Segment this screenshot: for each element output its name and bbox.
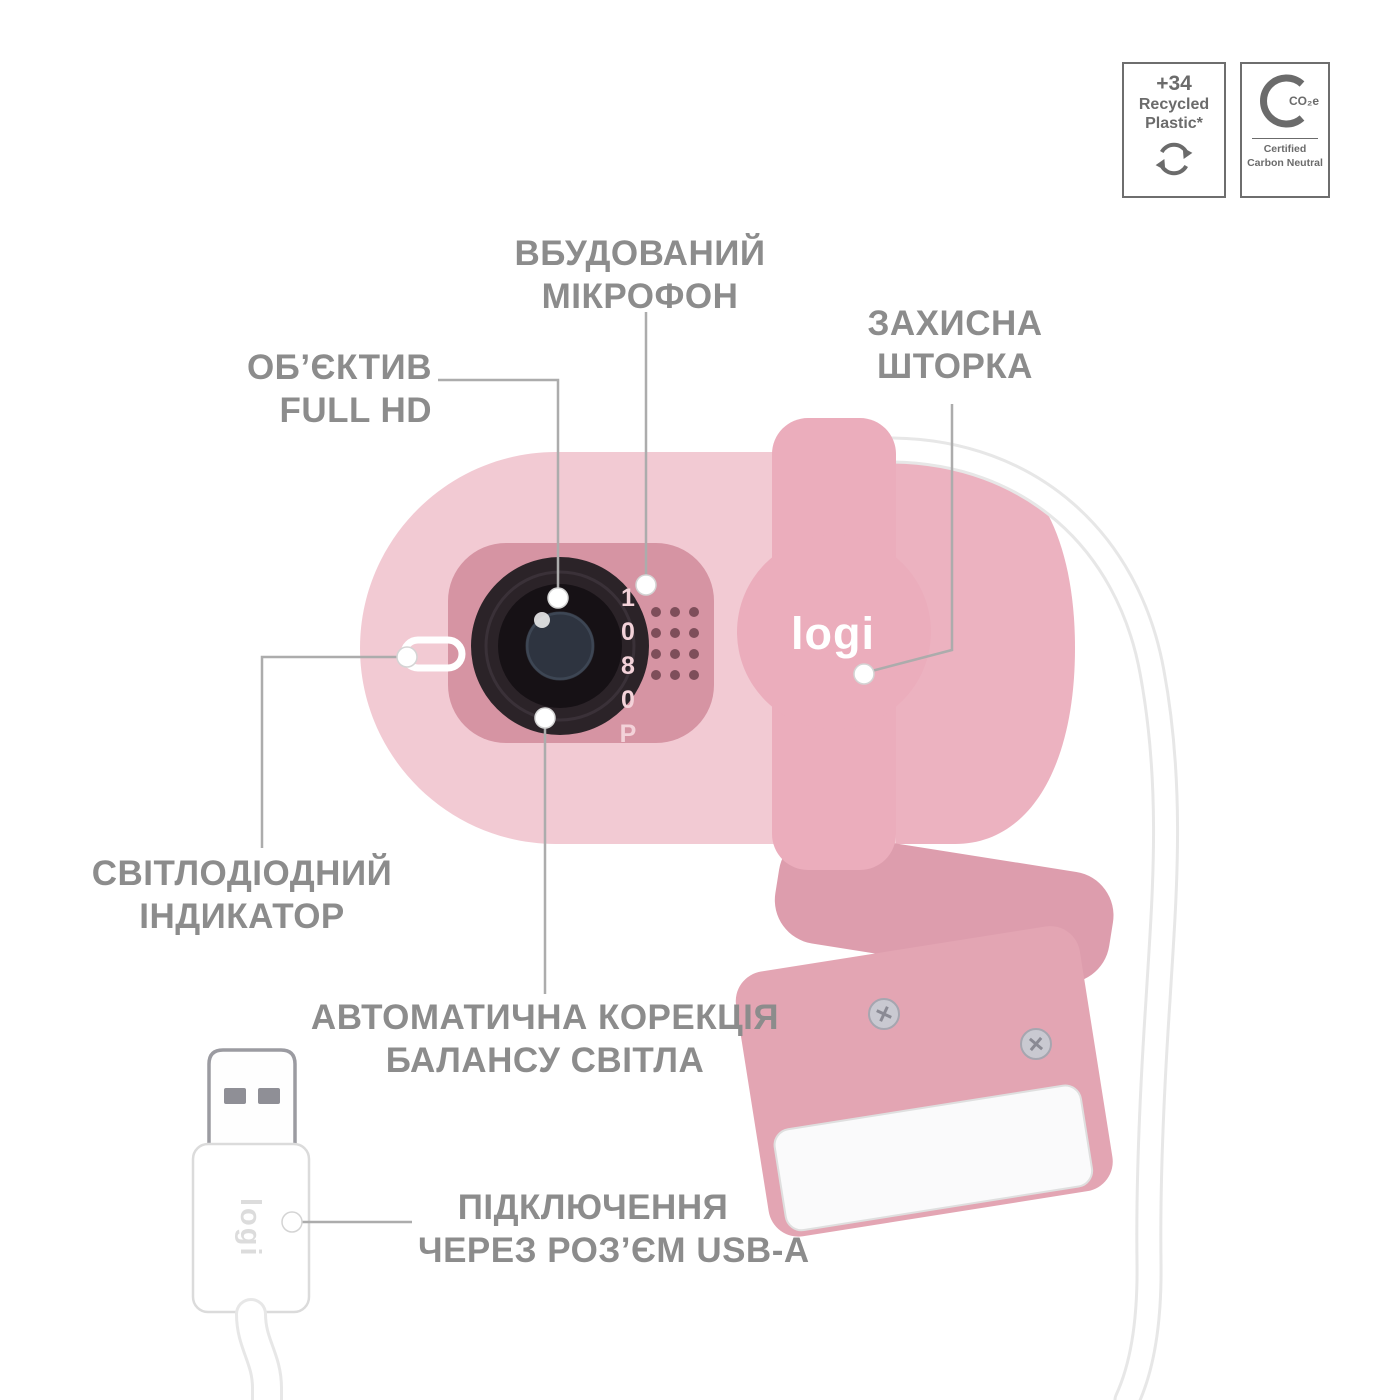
microphone-holes [651, 607, 699, 680]
carbon-neutral-badge: CO₂e Certified Carbon Neutral [1240, 62, 1330, 198]
label-line: БАЛАНСУ СВІТЛА [385, 1041, 705, 1081]
label-line: АВТОМАТИЧНА КОРЕКЦІЯ [310, 998, 780, 1037]
label-auto-light-balance: АВТОМАТИЧНА КОРЕКЦІЯ БАЛАНСУ СВІТЛА [245, 996, 845, 1083]
recycle-loop-icon [1155, 142, 1193, 175]
label-line: МІКРОФОН [541, 277, 739, 317]
carbon-c-icon [1260, 74, 1305, 128]
webcam-body-right [896, 452, 1075, 844]
callout-lines [260, 312, 954, 1224]
label-line: ШТОРКА [877, 347, 1033, 387]
recycled-plastic-badge: +34 Recycled Plastic* [1122, 62, 1226, 198]
callout-line-shutter [863, 404, 954, 675]
camera-lens [471, 557, 649, 735]
callout-line-lens [438, 378, 560, 598]
carbon-label-2: Carbon Neutral [1247, 156, 1323, 169]
label-line: ОБ’ЄКТИВ [246, 348, 432, 387]
label-line: ВБУДОВАНИЙ [514, 234, 766, 273]
label-privacy-shutter: ЗАХИСНА ШТОРКА [805, 302, 1105, 389]
label-line: ЧЕРЕЗ РОЗ’ЄМ USB-A [418, 1231, 810, 1271]
label-line: СВІТЛОДІОДНИЙ [91, 854, 393, 893]
badge-divider [1252, 138, 1318, 139]
privacy-shutter [737, 418, 931, 870]
mount-clip [735, 926, 1113, 1237]
resolution-1080p-label: 1080P [614, 584, 642, 754]
label-built-in-microphone: ВБУДОВАНИЙ МІКРОФОН [440, 232, 840, 319]
label-line: ІНДИКАТОР [139, 897, 345, 937]
co2e-label: CO₂e [1288, 94, 1319, 108]
callout-dot-balance [534, 707, 556, 729]
label-usb-a-connection: ПІДКЛЮЧЕННЯ ЧЕРЕЗ РОЗ’ЄМ USB-A [418, 1186, 810, 1273]
label-line: ЗАХИСНА [867, 304, 1043, 343]
recycled-label-1: Recycled [1138, 96, 1210, 113]
label-led-indicator: СВІТЛОДІОДНИЙ ІНДИКАТОР [47, 852, 437, 939]
usb-contact-slot [224, 1088, 246, 1104]
screw-icon [868, 998, 900, 1030]
screw-icon [1020, 1028, 1052, 1060]
usb-contact-slot [258, 1088, 280, 1104]
logi-logo: logi [791, 608, 875, 659]
clip-pad [773, 1084, 1094, 1232]
usb-connector [191, 1048, 311, 1400]
callout-dot-shutter [853, 663, 875, 685]
label-full-hd-lens: ОБ’ЄКТИВ FULL HD [150, 346, 432, 433]
label-line: ПІДКЛЮЧЕННЯ [457, 1188, 729, 1227]
usb-connector-logo: logi [234, 1198, 266, 1258]
callout-dots [281, 574, 875, 1233]
callout-dot-lens [547, 587, 569, 609]
callout-dot-usb [281, 1211, 303, 1233]
callout-dot-led [396, 646, 418, 668]
label-line: FULL HD [279, 391, 432, 431]
carbon-label-1: Certified [1263, 143, 1307, 155]
callout-line-led [260, 655, 400, 848]
callout-dot-microphone [635, 574, 657, 596]
usb-cable [879, 436, 1180, 1400]
recycled-label-2: Plastic* [1145, 114, 1203, 132]
recycled-amount: +34 [1156, 72, 1192, 95]
